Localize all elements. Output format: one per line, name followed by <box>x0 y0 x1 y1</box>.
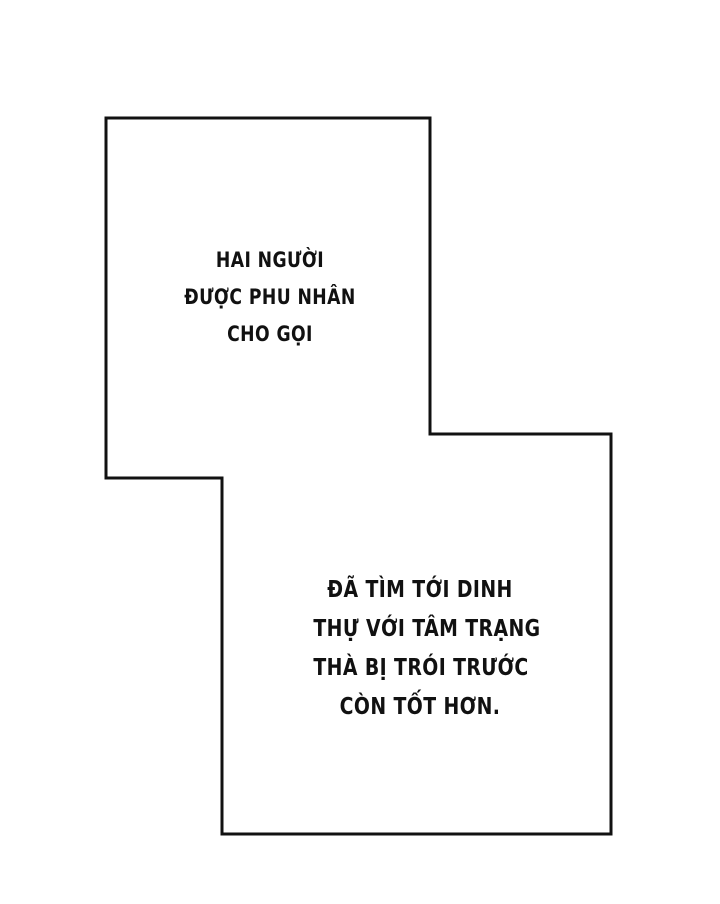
caption-line: CÒN TỐT HƠN. <box>339 694 501 720</box>
merged-panel-border <box>104 116 613 836</box>
caption-top-left: HAI NGƯỜI ĐƯỢC PHU NHÂN CHO GỌI <box>172 242 369 353</box>
caption-line: CHO GỌI <box>227 322 313 346</box>
caption-bottom-right: ĐÃ TÌM TỚI DINH THỰ VỚI TÂM TRẠNG THÀ BỊ… <box>313 571 541 727</box>
caption-line: THỰ VỚI TÂM TRẠNG <box>313 616 541 642</box>
caption-line: ĐƯỢC PHU NHÂN <box>184 285 356 309</box>
caption-line: ĐÃ TÌM TỚI DINH <box>327 577 513 603</box>
caption-line: THÀ BỊ TRÓI TRƯỚC <box>313 655 529 681</box>
caption-line: HAI NGƯỜI <box>215 248 325 272</box>
